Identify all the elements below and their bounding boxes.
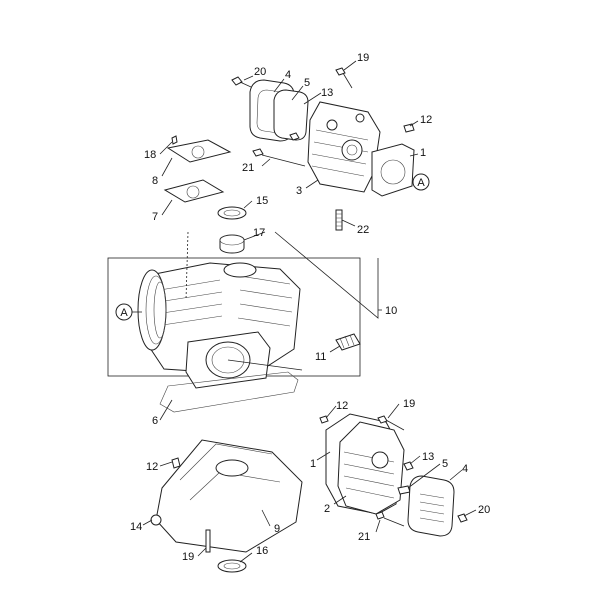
dowel-12 — [403, 123, 415, 133]
sump-body — [155, 439, 303, 553]
head-port — [341, 139, 363, 161]
callout-17: 17 — [253, 227, 265, 239]
callout-8: 8 — [152, 175, 158, 187]
seal-16 — [217, 559, 247, 573]
bolt-21-lower-head — [375, 511, 385, 520]
callout-1: 1 — [420, 147, 426, 159]
callout-21-lower: 21 — [358, 531, 370, 543]
callout-9: 9 — [274, 523, 280, 535]
bushing-17 — [219, 234, 245, 254]
cylinder-head-2 — [337, 421, 405, 515]
upper-head-assembly — [231, 67, 415, 231]
valve-part-13 — [289, 132, 300, 141]
rocker-cover-4-lower — [407, 475, 455, 537]
lower-head-assembly — [319, 413, 468, 537]
plug-14 — [150, 514, 162, 526]
breather-11 — [335, 333, 361, 351]
head-gasket-1 — [371, 143, 415, 197]
part-13-lower — [403, 461, 414, 471]
bolt-21-head — [252, 148, 264, 157]
bolt-19-shank — [342, 72, 353, 89]
head-fins — [311, 129, 369, 177]
gasket-5 — [273, 89, 309, 141]
ref-a-label: A — [120, 307, 128, 319]
callout-5-lower: 5 — [442, 458, 448, 470]
callout-22: 22 — [357, 224, 369, 236]
callout-19-sump: 19 — [182, 551, 194, 563]
callout-5: 5 — [304, 77, 310, 89]
callout-3: 3 — [296, 185, 302, 197]
dowel-12-sump — [171, 457, 181, 469]
screw-18 — [171, 135, 178, 145]
callout-19: 19 — [357, 52, 369, 64]
bolt-19-sump — [205, 529, 211, 553]
reference-a-left: A — [115, 303, 142, 321]
callout-15: 15 — [256, 195, 268, 207]
plate-parts-7-8 — [163, 135, 232, 203]
callout-13-lower: 13 — [422, 451, 434, 463]
callout-11: 11 — [315, 351, 326, 363]
leader-lines — [142, 60, 477, 563]
callout-19-lower: 19 — [403, 398, 415, 410]
callout-4: 4 — [285, 69, 291, 81]
leader-17-10 — [274, 231, 379, 319]
callout-13: 13 — [321, 87, 333, 99]
callout-10: 10 — [385, 305, 397, 317]
crankcase-10 — [107, 257, 361, 389]
seal-15 — [217, 206, 247, 220]
stud-22 — [335, 209, 343, 231]
callout-6: 6 — [152, 415, 158, 427]
ref-a-label: A — [417, 177, 425, 189]
callout-12-sump: 12 — [146, 461, 158, 473]
plate-8 — [166, 139, 232, 163]
callout-16: 16 — [256, 545, 268, 557]
callout-20-lower: 20 — [478, 504, 490, 516]
sump-9 — [150, 439, 303, 573]
reference-a-top: A — [412, 173, 430, 191]
callout-2: 2 — [324, 503, 330, 515]
callout-20: 20 — [254, 66, 266, 78]
callout-7: 7 — [152, 211, 158, 223]
callout-14: 14 — [130, 521, 142, 533]
callout-21: 21 — [242, 162, 254, 174]
callout-4-lower: 4 — [462, 463, 468, 475]
callout-12: 12 — [420, 114, 432, 126]
crankcase-gasket-6 — [159, 371, 299, 413]
bolt-20-head — [231, 76, 243, 86]
callout-12-lower: 12 — [336, 400, 348, 412]
callout-labels: 20 4 5 19 13 12 1 21 3 22 18 8 7 15 17 1… — [130, 52, 490, 563]
callout-1-lower: 1 — [310, 458, 316, 470]
seals — [217, 206, 247, 254]
bolt-21-shank — [261, 154, 306, 167]
gasket-5-lower — [397, 485, 411, 495]
gasket-7 — [163, 179, 225, 203]
callout-18: 18 — [144, 149, 156, 161]
